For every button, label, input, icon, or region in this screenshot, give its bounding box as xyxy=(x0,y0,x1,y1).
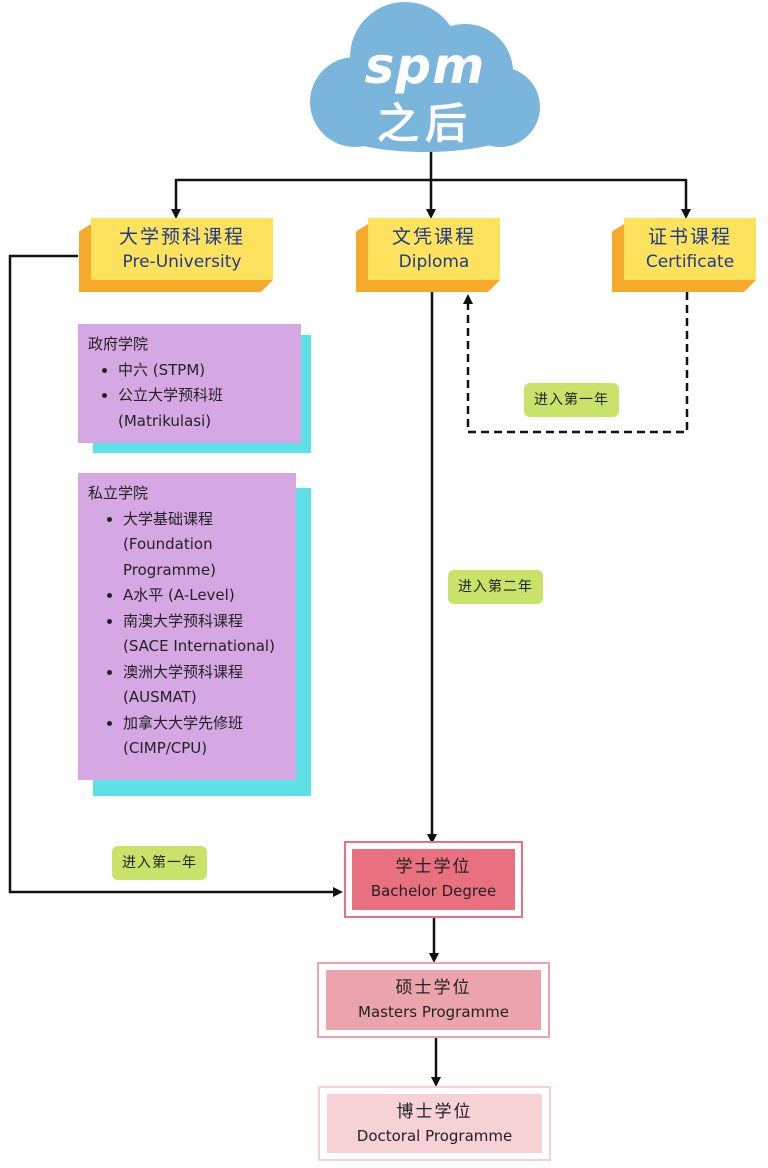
list-item: 加拿大大学先修班 (CIMP/CPU) xyxy=(123,711,286,762)
degree-label-zh: 学士学位 xyxy=(395,857,472,877)
list-item: 澳洲大学预科课程 (AUSMAT) xyxy=(123,660,286,711)
category-label-zh: 证书课程 xyxy=(647,226,732,248)
list-item: 南澳大学预科课程 (SACE International) xyxy=(123,609,286,660)
cloud-to-categories-lines xyxy=(171,150,691,219)
private-box: 私立学院 大学基础课程 (Foundation Programme) A水平 (… xyxy=(78,473,296,780)
header-title-top: spm xyxy=(364,37,486,95)
category-label-en: Diploma xyxy=(398,252,470,272)
tag-cert-to-diploma: 进入第一年 xyxy=(524,383,619,417)
private-heading: 私立学院 xyxy=(88,484,149,502)
degree-label-zh: 硕士学位 xyxy=(395,978,472,998)
header-cloud: spm 之后 xyxy=(295,2,555,157)
category-label-en: Certificate xyxy=(645,252,735,272)
category-pre-university: 大学预科课程 Pre-University xyxy=(79,218,273,280)
category-label-zh: 文凭课程 xyxy=(391,226,476,248)
list-item: 大学基础课程 (Foundation Programme) xyxy=(123,507,286,584)
tag-preu-to-bachelor: 进入第一年 xyxy=(112,846,207,880)
degree-doctoral: 博士学位 Doctoral Programme xyxy=(318,1086,551,1161)
degree-bachelor: 学士学位 Bachelor Degree xyxy=(344,841,523,918)
category-certificate: 证书课程 Certificate xyxy=(612,218,756,280)
degree-label-en: Masters Programme xyxy=(358,1003,509,1021)
government-box: 政府学院 中六 (STPM) 公立大学预科班 (Matrikulasi) xyxy=(78,324,301,443)
degree-label-en: Bachelor Degree xyxy=(370,882,497,900)
list-item: A水平 (A-Level) xyxy=(123,583,286,609)
degree-masters: 硕士学位 Masters Programme xyxy=(317,962,550,1038)
degree-label-zh: 博士学位 xyxy=(396,1102,473,1122)
list-item: 中六 (STPM) xyxy=(118,358,291,384)
degree-label-en: Doctoral Programme xyxy=(356,1127,513,1145)
list-item: 公立大学预科班 (Matrikulasi) xyxy=(118,383,291,434)
tag-diploma-to-bachelor: 进入第二年 xyxy=(448,570,543,604)
category-label-zh: 大学预科课程 xyxy=(118,226,245,248)
category-label-en: Pre-University xyxy=(122,252,242,272)
private-list: 大学基础课程 (Foundation Programme) A水平 (A-Lev… xyxy=(88,507,286,762)
government-list: 中六 (STPM) 公立大学预科班 (Matrikulasi) xyxy=(88,358,291,435)
government-heading: 政府学院 xyxy=(88,335,149,353)
cloud-shape xyxy=(310,2,540,152)
certificate-to-diploma-line xyxy=(463,292,689,434)
category-diploma: 文凭课程 Diploma xyxy=(356,218,500,280)
header-title-bottom: 之后 xyxy=(376,99,473,148)
preu-to-bachelor-line xyxy=(8,254,343,897)
